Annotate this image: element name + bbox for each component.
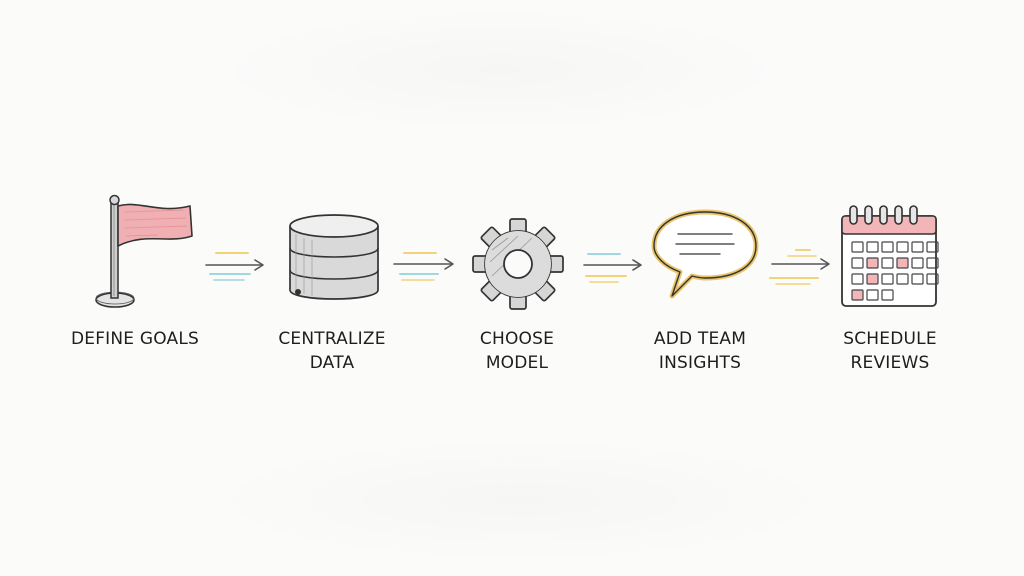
calendar-day-cell — [881, 289, 894, 301]
flag-icon — [95, 194, 193, 308]
step-label: CHOOSE — [479, 329, 555, 349]
arrow-1-icon — [205, 252, 264, 281]
step-label-line2: MODEL — [485, 353, 549, 373]
calendar-icon — [841, 205, 939, 307]
step-label: CENTRALIZE — [278, 329, 386, 349]
calendar-day-cell — [881, 241, 894, 253]
calendar-day-cell — [866, 273, 879, 285]
step-label: SCHEDULE — [843, 329, 937, 349]
calendar-day-cell — [911, 241, 924, 253]
calendar-day-cell — [926, 257, 939, 269]
calendar-day-cell — [926, 273, 939, 285]
calendar-day-cell — [881, 257, 894, 269]
step-label: DEFINE GOALS — [70, 329, 200, 349]
speech-bubble-icon — [651, 209, 759, 299]
calendar-day-cell — [851, 257, 864, 269]
calendar-day-cell — [866, 289, 879, 301]
arrow-3-icon — [583, 253, 642, 283]
calendar-day-cell — [896, 241, 909, 253]
database-icon — [289, 214, 379, 300]
arrow-4-icon — [769, 249, 830, 285]
step-label-line2: INSIGHTS — [658, 353, 742, 373]
calendar-day-cell — [881, 273, 894, 285]
step-label-line2: REVIEWS — [850, 353, 930, 373]
calendar-day-cell — [866, 257, 879, 269]
arrow-2-icon — [393, 252, 454, 281]
calendar-day-cell — [851, 289, 864, 301]
step-label-line2: DATA — [309, 353, 355, 373]
calendar-day-cell — [896, 257, 909, 269]
calendar-day-cell — [896, 273, 909, 285]
calendar-day-cell — [866, 241, 879, 253]
calendar-day-cell — [851, 241, 864, 253]
calendar-day-cell — [911, 257, 924, 269]
calendar-day-cell — [911, 273, 924, 285]
calendar-day-cell — [926, 241, 939, 253]
gear-icon — [472, 218, 564, 310]
calendar-day-cell — [851, 273, 864, 285]
step-label: ADD TEAM — [653, 329, 747, 349]
